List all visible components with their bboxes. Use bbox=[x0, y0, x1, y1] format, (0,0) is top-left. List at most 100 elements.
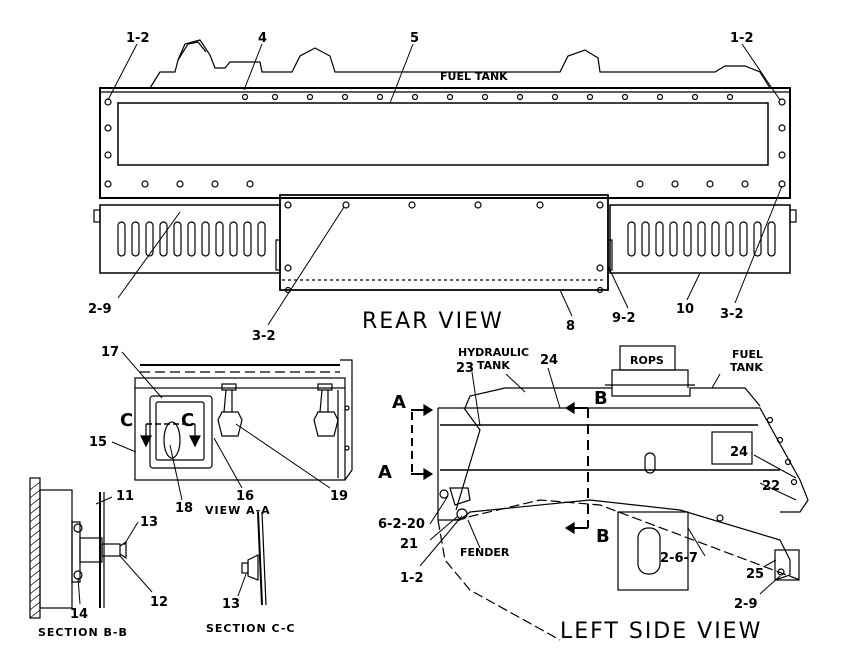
callout-2-9-side: 2-9 bbox=[734, 597, 758, 612]
hatch-line bbox=[29, 481, 41, 491]
callout-1-2-top-left: 1-2 bbox=[126, 31, 150, 46]
fuel-tank-side-label-line1: FUEL bbox=[732, 348, 763, 361]
hatch-line bbox=[29, 497, 41, 507]
section-cc-title: SECTION C-C bbox=[206, 622, 295, 635]
grille-slot bbox=[187, 221, 196, 257]
hatch-line bbox=[29, 593, 41, 603]
hatch-line bbox=[29, 553, 41, 563]
rear-right-grille-slots bbox=[627, 221, 776, 257]
callout-12: 12 bbox=[150, 595, 168, 610]
grille-slot bbox=[173, 221, 182, 257]
callout-6-2-20: 6-2-20 bbox=[378, 517, 425, 532]
hatch-line bbox=[29, 489, 41, 499]
hatch-line bbox=[29, 561, 41, 571]
grille-slot bbox=[257, 221, 266, 257]
fender-label: FENDER bbox=[460, 546, 510, 559]
callout-5: 5 bbox=[410, 31, 419, 46]
grille-slot bbox=[739, 221, 748, 257]
callout-2-6-7: 2-6-7 bbox=[660, 551, 698, 566]
grille-slot bbox=[669, 221, 678, 257]
callout-8: 8 bbox=[566, 319, 575, 334]
callout-25: 25 bbox=[746, 567, 764, 582]
left-side-view-drawing bbox=[411, 345, 809, 641]
hatch-line bbox=[29, 577, 41, 587]
callout-21: 21 bbox=[400, 537, 418, 552]
hatch-line bbox=[29, 609, 41, 619]
callout-3-2-left: 3-2 bbox=[252, 329, 276, 344]
callout-3-2-right: 3-2 bbox=[720, 307, 744, 322]
callout-15: 15 bbox=[89, 435, 107, 450]
view-aa-texts: 17 15 18 16 19 C C VIEW A-A bbox=[89, 345, 348, 517]
hatch-line bbox=[29, 521, 41, 531]
callout-1-2-side: 1-2 bbox=[400, 571, 424, 586]
rear-left-grille-slots bbox=[117, 221, 266, 257]
grille-slot bbox=[201, 221, 210, 257]
section-b-marker-bottom: B bbox=[596, 526, 610, 547]
callout-9-2: 9-2 bbox=[612, 311, 636, 326]
callout-11: 11 bbox=[116, 489, 134, 504]
grille-slot bbox=[117, 221, 126, 257]
callout-2-9-rear: 2-9 bbox=[88, 302, 112, 317]
callout-23: 23 bbox=[456, 361, 474, 376]
callout-19: 19 bbox=[330, 489, 348, 504]
callout-13-cc: 13 bbox=[222, 597, 240, 612]
grille-slot bbox=[229, 221, 238, 257]
grille-slot bbox=[767, 221, 776, 257]
grille-slot bbox=[683, 221, 692, 257]
rear-view-texts: FUEL TANK 1-2 4 5 1-2 2-9 3-2 8 9-2 10 3… bbox=[88, 31, 754, 344]
callout-24-top: 24 bbox=[540, 353, 558, 368]
grille-slot bbox=[243, 221, 252, 257]
rops-label: ROPS bbox=[630, 354, 664, 367]
hatch-line bbox=[29, 585, 41, 595]
grille-slot bbox=[627, 221, 636, 257]
grille-slot bbox=[131, 221, 140, 257]
section-c-marker-left: C bbox=[120, 410, 133, 431]
grille-slot bbox=[725, 221, 734, 257]
section-b-marker-top: B bbox=[594, 388, 608, 409]
hatch-line bbox=[29, 545, 41, 555]
grille-slot bbox=[641, 221, 650, 257]
callout-22: 22 bbox=[762, 479, 780, 494]
section-a-marker-top: A bbox=[392, 392, 406, 413]
view-aa-drawing bbox=[111, 351, 353, 501]
rear-view-drawing bbox=[93, 39, 797, 294]
hatch-line bbox=[29, 569, 41, 579]
section-cc-drawing bbox=[237, 511, 267, 606]
callout-17: 17 bbox=[101, 345, 119, 360]
callout-24-right: 24 bbox=[730, 445, 748, 460]
callout-14: 14 bbox=[70, 607, 88, 622]
callout-10: 10 bbox=[676, 302, 694, 317]
callout-13-bb: 13 bbox=[140, 515, 158, 530]
hydraulic-tank-label-line2: TANK bbox=[477, 359, 510, 372]
left-side-view-texts: HYDRAULIC TANK ROPS FUEL TANK FENDER 24 … bbox=[378, 346, 780, 644]
hydraulic-tank-label-line1: HYDRAULIC bbox=[458, 346, 529, 359]
section-c-marker-right: C bbox=[181, 410, 194, 431]
rear-leader-lines bbox=[107, 43, 783, 326]
section-bb-title: SECTION B-B bbox=[38, 626, 128, 639]
fuel-tank-label: FUEL TANK bbox=[440, 70, 508, 83]
hatch-line bbox=[29, 529, 41, 539]
grille-slot bbox=[711, 221, 720, 257]
hatch-line bbox=[29, 537, 41, 547]
section-bb-drawing bbox=[29, 477, 153, 619]
hatch-line bbox=[29, 513, 41, 523]
hatch-line bbox=[29, 505, 41, 515]
section-cc-texts: 13 SECTION C-C bbox=[206, 597, 295, 635]
callout-1-2-top-right: 1-2 bbox=[730, 31, 754, 46]
hatch-line bbox=[29, 601, 41, 611]
grille-slot bbox=[145, 221, 154, 257]
view-aa-title: VIEW A-A bbox=[205, 504, 271, 517]
grille-slot bbox=[753, 221, 762, 257]
callout-18: 18 bbox=[175, 501, 193, 516]
fuel-tank-side-label-line2: TANK bbox=[730, 361, 763, 374]
grille-slot bbox=[697, 221, 706, 257]
section-bb-texts: 11 13 12 14 SECTION B-B bbox=[38, 489, 168, 639]
callout-4: 4 bbox=[258, 31, 267, 46]
grille-slot bbox=[215, 221, 224, 257]
callout-16: 16 bbox=[236, 489, 254, 504]
left-side-view-title: LEFT SIDE VIEW bbox=[560, 619, 762, 644]
rear-view-title: REAR VIEW bbox=[362, 309, 504, 334]
section-a-marker-bottom: A bbox=[378, 462, 392, 483]
grille-slot bbox=[655, 221, 664, 257]
